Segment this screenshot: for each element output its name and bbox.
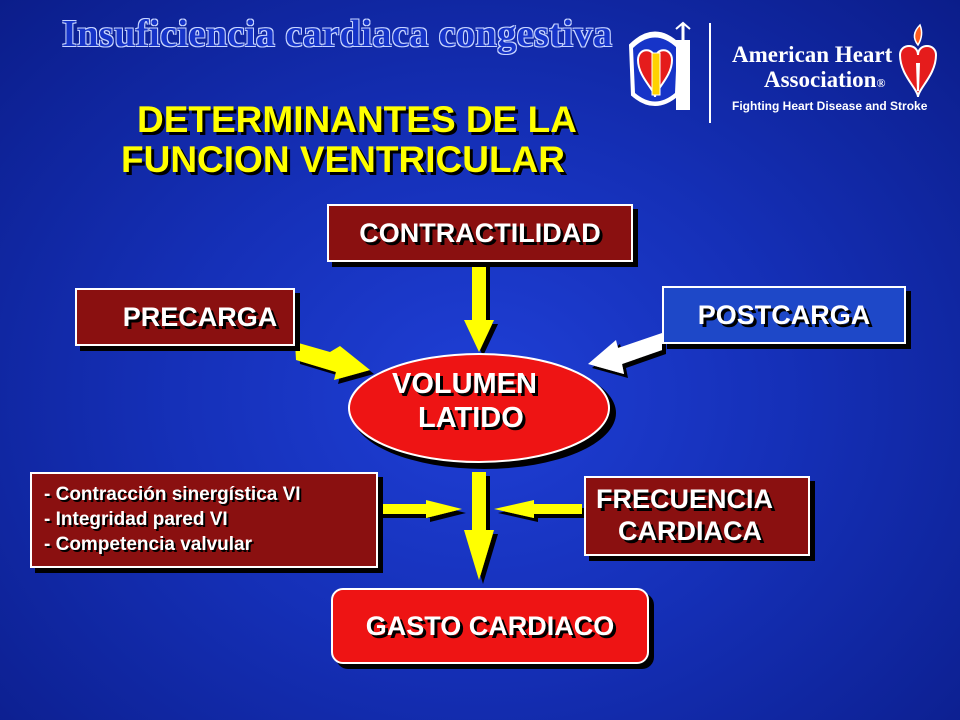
- arrow-postcarga-to-volumen: [588, 333, 662, 374]
- contractilidad-label: CONTRACTILIDAD: [359, 217, 601, 248]
- contractilidad-box: CONTRACTILIDAD: [327, 204, 633, 262]
- arrow-contractilidad-to-volumen: [464, 262, 494, 352]
- frecuencia-box: FRECUENCIA CARDIACA: [584, 476, 810, 556]
- aha-name-line2-text: Association: [764, 67, 877, 92]
- gasto-label: GASTO CARDIACO: [365, 610, 615, 641]
- factor-item: - Integridad pared VI: [44, 509, 228, 530]
- gasto-box: GASTO CARDIACO: [331, 588, 649, 664]
- volumen-label-line1: VOLUMEN: [392, 368, 537, 400]
- volumen-label-line2: LATIDO: [418, 402, 524, 434]
- aha-name-line1: American Heart: [732, 42, 893, 67]
- postcarga-label: POSTCARGA: [697, 299, 871, 330]
- logos-graphic: [628, 21, 938, 123]
- slide-title-line1: DETERMINANTES DE LA: [137, 99, 577, 140]
- society-seal-icon: [628, 21, 691, 110]
- arrow-precarga-to-volumen: [295, 342, 370, 380]
- frecuencia-label-line1: FRECUENCIA: [596, 484, 774, 514]
- precarga-box: PRECARGA: [75, 288, 295, 346]
- aha-tagline: Fighting Heart Disease and Stroke: [732, 99, 928, 113]
- logo-area: American Heart Association® Fighting Hea…: [610, 15, 955, 130]
- slide-title-line2: FUNCION VENTRICULAR: [121, 139, 565, 180]
- factor-item: - Competencia valvular: [44, 534, 253, 555]
- arrow-factores-to-center: [378, 500, 462, 518]
- postcarga-box: POSTCARGA: [662, 286, 906, 344]
- arrow-volumen-to-gasto: [464, 472, 494, 580]
- precarga-label: PRECARGA: [122, 301, 278, 332]
- factors-box: - Contracción sinergística VI - Integrid…: [30, 472, 378, 568]
- factor-item: - Contracción sinergística VI: [44, 484, 301, 505]
- aha-name-line2: Association®: [764, 67, 885, 93]
- frecuencia-label-line2: CARDIACA: [618, 516, 762, 546]
- volumen-ellipse: [348, 353, 610, 463]
- aha-heart-icon: [898, 23, 938, 98]
- header-title: Insuficiencia cardiaca congestiva: [62, 13, 613, 55]
- aha-registered: ®: [876, 76, 886, 90]
- arrow-frecuencia-to-center: [494, 500, 582, 518]
